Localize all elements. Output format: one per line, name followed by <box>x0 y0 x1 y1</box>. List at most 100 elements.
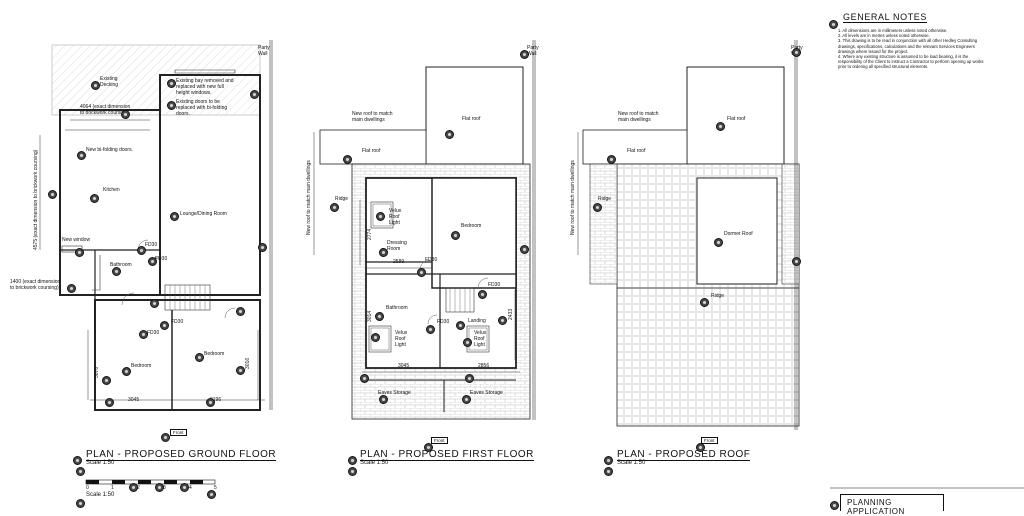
comment-pin[interactable] <box>76 499 85 508</box>
comment-pin[interactable] <box>91 81 100 90</box>
existing-decking-label: Existing Decking <box>100 76 119 88</box>
comment-pin[interactable] <box>155 483 164 492</box>
fire-door-label: FD30 <box>437 319 450 325</box>
note-3: 3. This drawing is to be read in conjunc… <box>838 38 978 54</box>
comment-pin[interactable] <box>330 203 339 212</box>
comment-pin[interactable] <box>424 443 433 452</box>
flat-roof-label: Flat roof <box>462 116 481 122</box>
comment-pin[interactable] <box>700 298 709 307</box>
comment-pin[interactable] <box>76 467 85 476</box>
comment-pin[interactable] <box>236 307 245 316</box>
comment-pin[interactable] <box>463 338 472 347</box>
comment-pin[interactable] <box>792 257 801 266</box>
front-marker: Front <box>170 429 187 436</box>
comment-pin[interactable] <box>137 246 146 255</box>
comment-pin[interactable] <box>139 330 148 339</box>
comment-pin[interactable] <box>258 243 267 252</box>
note-1: 1. All dimensions are in millimeters unl… <box>838 28 948 33</box>
comment-pin[interactable] <box>122 367 131 376</box>
comment-pin[interactable] <box>75 248 84 257</box>
comment-pin[interactable] <box>593 203 602 212</box>
comment-pin[interactable] <box>180 483 189 492</box>
comment-pin[interactable] <box>445 130 454 139</box>
first-floor-scale: Scale 1:50 <box>360 460 389 466</box>
comment-pin[interactable] <box>73 456 82 465</box>
fire-door-label: FD30 <box>145 242 158 248</box>
scale-tick: 4 <box>189 485 192 491</box>
ground-floor-scale: Scale 1:50 <box>86 460 115 466</box>
dimension-label: 3045 <box>398 363 410 369</box>
comment-pin[interactable] <box>343 155 352 164</box>
comment-pin[interactable] <box>376 212 385 221</box>
comment-pin[interactable] <box>830 501 839 510</box>
landing-label: Landing <box>468 318 486 324</box>
eaves-storage-label: Eaves Storage <box>378 390 411 396</box>
comment-pin[interactable] <box>426 325 435 334</box>
comment-pin[interactable] <box>465 374 474 383</box>
comment-pin[interactable] <box>829 20 838 29</box>
fire-door-label: FD30 <box>488 282 501 288</box>
dimension-label: 3045 <box>128 397 140 403</box>
comment-pin[interactable] <box>714 238 723 247</box>
comment-pin[interactable] <box>375 312 384 321</box>
comment-pin[interactable] <box>348 467 357 476</box>
comment-pin[interactable] <box>478 290 487 299</box>
comment-pin[interactable] <box>379 248 388 257</box>
comment-pin[interactable] <box>696 443 705 452</box>
comment-pin[interactable] <box>607 155 616 164</box>
first-floor-plan <box>313 40 536 420</box>
comment-pin[interactable] <box>716 122 725 131</box>
comment-pin[interactable] <box>112 267 121 276</box>
fire-door-label: FD30 <box>425 257 438 263</box>
scale-bar <box>85 479 216 485</box>
comment-pin[interactable] <box>456 321 465 330</box>
bathroom-label: Bathroom <box>386 305 408 311</box>
comment-pin[interactable] <box>250 90 259 99</box>
comment-pin[interactable] <box>167 101 176 110</box>
comment-pin[interactable] <box>150 299 159 308</box>
general-notes-heading: GENERAL NOTES <box>843 12 927 23</box>
comment-pin[interactable] <box>207 490 216 499</box>
first-flat-roof <box>425 66 524 165</box>
eaves-storage-label: Eaves Storage <box>470 390 503 396</box>
comment-pin[interactable] <box>90 194 99 203</box>
bathroom-label: Bathroom <box>110 262 132 268</box>
comment-pin[interactable] <box>105 398 114 407</box>
comment-pin[interactable] <box>77 151 86 160</box>
comment-pin[interactable] <box>161 433 170 442</box>
comment-pin[interactable] <box>371 333 380 342</box>
comment-pin[interactable] <box>604 456 613 465</box>
comment-pin[interactable] <box>451 231 460 240</box>
comment-pin[interactable] <box>102 376 111 385</box>
front-marker: Front <box>701 437 718 444</box>
comment-pin[interactable] <box>195 353 204 362</box>
dimension-label: 2856 <box>478 363 490 369</box>
comment-pin[interactable] <box>170 212 179 221</box>
comment-pin[interactable] <box>348 456 357 465</box>
comment-pin[interactable] <box>67 284 76 293</box>
comment-pin[interactable] <box>167 79 176 88</box>
comment-pin[interactable] <box>604 467 613 476</box>
comment-pin[interactable] <box>462 395 471 404</box>
comment-pin[interactable] <box>520 50 529 59</box>
comment-pin[interactable] <box>206 398 215 407</box>
comment-pin[interactable] <box>360 374 369 383</box>
lounge-label: Lounge/Dining Room <box>180 211 227 217</box>
comment-pin[interactable] <box>417 268 426 277</box>
new-roof-label: New roof to match main dwellings <box>352 111 393 123</box>
party-wall-label: Party Wall <box>258 45 270 57</box>
scale-tick: 2 <box>137 485 140 491</box>
comment-pin[interactable] <box>792 48 801 57</box>
comment-pin[interactable] <box>48 190 57 199</box>
dimension-label: 3016 <box>245 357 251 369</box>
comment-pin[interactable] <box>129 483 138 492</box>
comment-pin[interactable] <box>498 316 507 325</box>
comment-pin[interactable] <box>236 366 245 375</box>
dormer-roof <box>696 177 778 285</box>
comment-pin[interactable] <box>148 257 157 266</box>
comment-pin[interactable] <box>160 321 169 330</box>
comment-pin[interactable] <box>121 110 130 119</box>
comment-pin[interactable] <box>520 245 529 254</box>
comment-pin[interactable] <box>379 395 388 404</box>
